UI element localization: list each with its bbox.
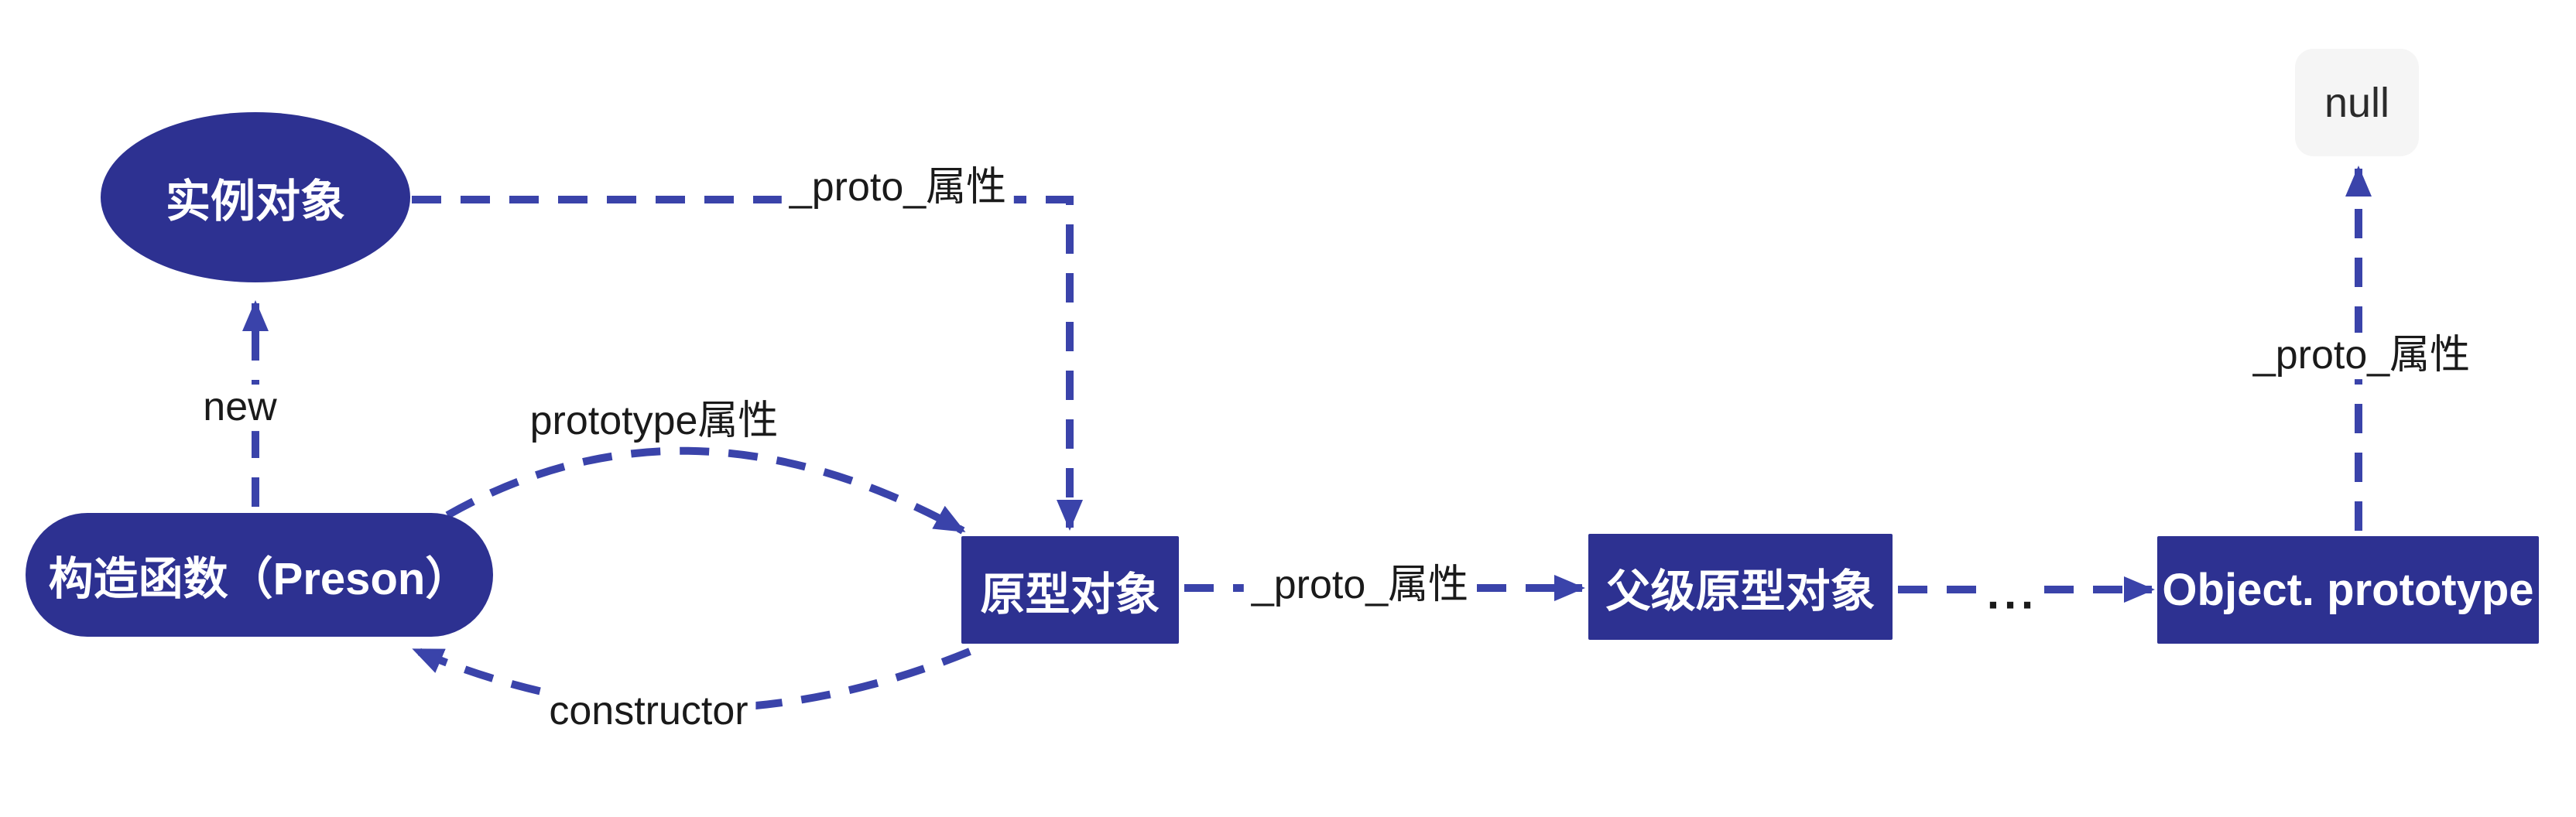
node-null-label: null bbox=[2324, 79, 2390, 126]
node-prototype-object-label: 原型对象 bbox=[980, 569, 1160, 620]
edge-label-ellipsis: ... bbox=[1982, 568, 2043, 620]
node-object-prototype: Object. prototype bbox=[2157, 536, 2539, 644]
node-instance-object-label: 实例对象 bbox=[165, 176, 345, 227]
node-constructor-function-label: 构造函数（Preson） bbox=[48, 554, 471, 604]
edge-label-constructor: constructor bbox=[541, 689, 756, 735]
node-parent-prototype-object: 父级原型对象 bbox=[1588, 534, 1893, 640]
node-constructor-function: 构造函数（Preson） bbox=[26, 513, 493, 637]
edge-label-new: new bbox=[195, 385, 285, 431]
edge-label-prototype-attr: prototype属性 bbox=[522, 398, 786, 445]
edge-proto-top-arrow bbox=[412, 196, 1083, 531]
node-object-prototype-label: Object. prototype bbox=[2162, 565, 2534, 615]
edge-label-proto-attr-right: _proto_属性 bbox=[2245, 333, 2478, 379]
edge-prototype-attr-arrow bbox=[445, 446, 966, 535]
edge-label-proto-attr-mid: _proto_属性 bbox=[1243, 562, 1477, 609]
node-null: null bbox=[2295, 49, 2419, 156]
node-instance-object: 实例对象 bbox=[101, 112, 410, 282]
node-parent-prototype-object-label: 父级原型对象 bbox=[1605, 566, 1875, 617]
node-prototype-object: 原型对象 bbox=[961, 536, 1179, 644]
edge-label-proto-attr-top: _proto_属性 bbox=[781, 165, 1015, 211]
